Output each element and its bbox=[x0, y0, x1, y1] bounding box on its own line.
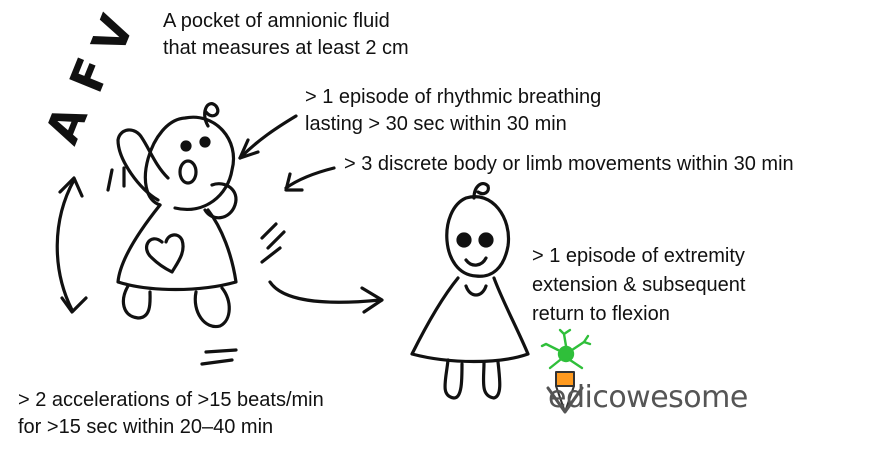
afv-letter-a: A bbox=[35, 98, 99, 152]
tone-line-3: return to flexion bbox=[532, 303, 670, 325]
fetus-eye-right bbox=[199, 136, 211, 148]
pencil-icon bbox=[546, 371, 584, 414]
toned-fetus-smile bbox=[464, 256, 488, 267]
tone-line-1: > 1 episode of extremity bbox=[532, 245, 745, 267]
amnionic-fluid-line-2: that measures at least 2 cm bbox=[163, 37, 409, 59]
tone-arrow bbox=[268, 280, 384, 314]
amnionic-fluid-line-1: A pocket of amnionic fluid bbox=[163, 10, 390, 32]
heart-rate-line-1: > 2 accelerations of >15 beats/min bbox=[18, 389, 324, 411]
breathing-arrow bbox=[238, 114, 298, 160]
motion-line bbox=[260, 246, 282, 264]
breathing-line-1: > 1 episode of rhythmic breathing bbox=[305, 86, 602, 108]
toned-fetus-head bbox=[445, 195, 511, 278]
motion-line bbox=[260, 222, 278, 240]
motion-line bbox=[200, 358, 234, 366]
fetus-hair-curl bbox=[203, 102, 220, 128]
motion-line bbox=[106, 168, 114, 192]
toned-fetus-eye-right bbox=[478, 232, 494, 248]
toned-fetus-leg-right bbox=[481, 360, 502, 400]
toned-fetus-collar bbox=[464, 284, 488, 297]
fetus-mouth bbox=[178, 159, 198, 185]
heart-icon bbox=[145, 233, 185, 274]
movements-line-1: > 3 discrete body or limb movements with… bbox=[344, 153, 794, 175]
fetus-leg-right bbox=[193, 286, 231, 329]
afv-letter-v: V bbox=[81, 7, 145, 61]
tone-line-2: extension & subsequent bbox=[532, 274, 746, 296]
logo-wordmark: edicowesome bbox=[548, 380, 748, 415]
fetus-dress bbox=[116, 203, 238, 292]
heart-rate-line-2: for >15 sec within 20–40 min bbox=[18, 416, 274, 438]
afv-letter-f: F bbox=[59, 50, 121, 99]
toned-fetus-hair bbox=[472, 182, 490, 200]
breathing-line-2: lasting > 30 sec within 30 min bbox=[305, 113, 567, 135]
toned-fetus-dress bbox=[410, 276, 530, 364]
motion-line bbox=[204, 348, 238, 354]
active-fetus-doodle bbox=[106, 102, 286, 366]
fetus-leg-left bbox=[121, 284, 152, 320]
afv-arrow bbox=[55, 176, 88, 314]
movements-arrow bbox=[284, 166, 336, 192]
toned-fetus-eye-left bbox=[456, 232, 472, 248]
neuron-icon bbox=[540, 328, 592, 370]
toned-fetus-doodle bbox=[410, 182, 530, 400]
toned-fetus-leg-left bbox=[443, 358, 464, 400]
fetus-raised-arm bbox=[116, 128, 170, 202]
motion-line bbox=[266, 230, 286, 250]
fetus-eye-left bbox=[180, 140, 192, 152]
fetus-head bbox=[143, 115, 236, 211]
